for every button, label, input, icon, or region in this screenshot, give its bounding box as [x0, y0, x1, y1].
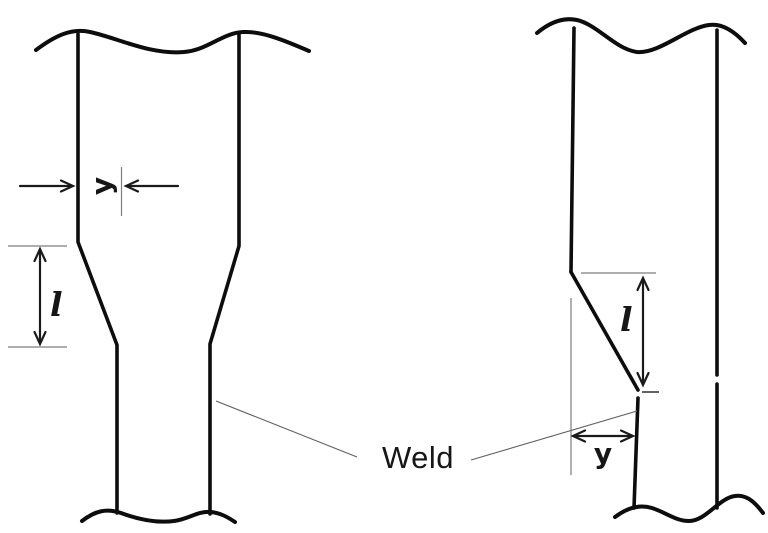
right-taper-arrow-top-head: [636, 275, 650, 292]
weld-leader-line-right: [470, 410, 638, 461]
right-taper-length-label: l: [620, 300, 633, 339]
left-view-bottom-break-line: [80, 508, 237, 524]
left-view: y l: [8, 29, 311, 524]
left-taper-length-dimension: l: [8, 245, 67, 348]
left-offset-label: y: [85, 177, 118, 195]
left-offset-arrow-right-head: [123, 179, 140, 193]
left-taper-length-label: l: [50, 285, 63, 324]
left-taper-arrow-top-head: [33, 246, 47, 263]
right-taper-arrow-bottom-head: [636, 371, 650, 388]
weld-annotation: Weld: [215, 400, 638, 475]
right-view: l y: [535, 17, 765, 523]
weld-leader-line-left: [215, 400, 358, 458]
right-view-taper-slant: [569, 270, 640, 392]
left-view-left-edge: [76, 32, 119, 515]
right-view-top-break-line: [535, 17, 747, 55]
right-offset-label: y: [594, 437, 612, 470]
right-taper-length-dimension: l: [581, 272, 659, 393]
right-offset-dimension: y: [570, 298, 636, 475]
left-view-right-edge: [208, 31, 241, 516]
left-view-top-break-line: [34, 29, 311, 55]
right-offset-arrow-left-head: [570, 429, 587, 443]
left-taper-arrow-bottom-head: [33, 330, 47, 347]
weld-label: Weld: [382, 440, 454, 475]
right-offset-arrow-right-head: [619, 429, 636, 443]
left-offset-dimension: y: [18, 167, 180, 216]
right-view-left-edge-upper: [569, 26, 576, 274]
right-view-bottom-break-line: [613, 493, 765, 523]
right-view-left-edge-lower: [632, 396, 640, 510]
left-offset-arrow-left-head: [59, 179, 76, 193]
